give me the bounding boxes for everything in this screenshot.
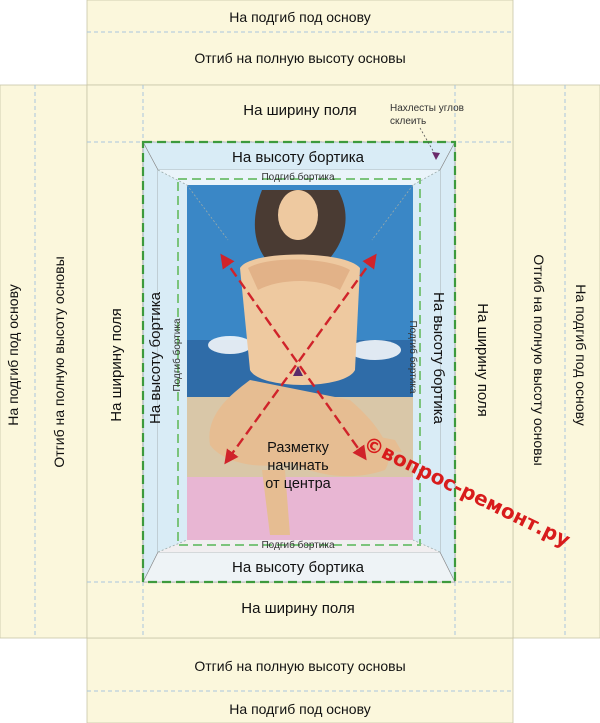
left-full-height-label: Отгиб на полную высоту основы: [51, 256, 67, 467]
top-full-height-label: Отгиб на полную высоту основы: [194, 50, 405, 66]
bottom-fold-base-label: На подгиб под основу: [229, 701, 370, 717]
bottom-border-fold-label: Подгиб бортика: [261, 539, 334, 551]
top-border-fold-label: Подгиб бортика: [261, 171, 334, 183]
bottom-full-height-label: Отгиб на полную высоту основы: [194, 658, 405, 674]
inner-fold-frame: [177, 178, 421, 546]
corner-note-line2: склеить: [390, 116, 426, 127]
top-flap: [86, 0, 514, 86]
left-border-fold-label: Подгиб бортика: [171, 318, 183, 391]
bottom-field-width-label: На ширину поля: [241, 600, 354, 617]
center-instruction-line2: начинать: [267, 458, 328, 474]
right-flap: [512, 84, 600, 639]
outer-fold-frame: [141, 140, 457, 584]
center-arrow-icon: [293, 366, 303, 376]
left-field-width-label: На ширину поля: [108, 308, 125, 421]
left-border-height-label: На высоту бортика: [147, 291, 164, 424]
center-instruction-line1: Разметку: [267, 440, 329, 456]
bottom-border-height-label: На высоту бортика: [232, 559, 365, 576]
corner-note-line1: Нахлесты углов: [390, 103, 464, 114]
right-full-height-label: Отгиб на полную высоту основы: [531, 254, 547, 465]
right-border-height-label: На высоту бортика: [430, 292, 447, 425]
top-field-width-label: На ширину поля: [243, 102, 356, 119]
corner-note-pointer: [419, 127, 437, 157]
bottom-flap: [86, 637, 514, 723]
corner-fold-lines: [157, 169, 441, 553]
top-fold-base-label: На подгиб под основу: [229, 9, 370, 25]
corner-note-arrow-icon: [432, 152, 440, 160]
right-border-fold-label: Подгиб бортика: [407, 320, 419, 393]
right-field-width-label: На ширину поля: [474, 303, 491, 416]
top-border-height-label: На высоту бортика: [232, 149, 365, 166]
right-fold-base-label: На подгиб под основу: [573, 284, 589, 425]
left-fold-base-label: На подгиб под основу: [5, 284, 21, 425]
marking-diagonals: [220, 253, 377, 465]
center-instruction-line3: от центра: [265, 476, 331, 492]
